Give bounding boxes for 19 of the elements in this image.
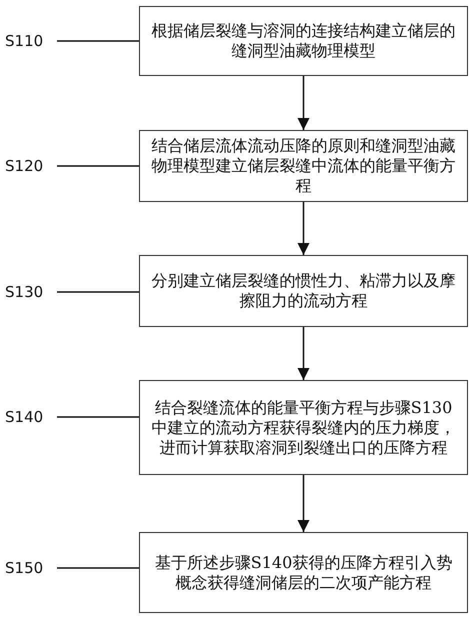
leader-line — [57, 416, 139, 418]
process-box: 结合储层流体流动压降的原则和缝洞型油藏物理模型建立储层裂缝中流体的能量平衡方程 — [139, 130, 468, 202]
step-label: S140 — [5, 408, 44, 426]
leader-line — [57, 291, 139, 293]
arrow — [298, 475, 310, 532]
process-box: 分别建立储层裂缝的惯性力、粘滞力以及摩擦阻力的流动方程 — [139, 255, 468, 327]
process-box: 根据储层裂缝与溶洞的连接结构建立储层的缝洞型油藏物理模型 — [139, 6, 468, 76]
arrow — [298, 327, 310, 380]
process-box: 基于所述步骤S140获得的压降方程引入势概念获得缝洞储层的二次项产能方程 — [139, 532, 468, 613]
arrow — [298, 202, 310, 255]
step-label: S110 — [5, 32, 44, 50]
process-box: 结合裂缝流体的能量平衡方程与步骤S130中建立的流动方程获得裂缝内的压力梯度，进而计算获取溶洞到裂缝出口的压降方程 — [139, 380, 468, 475]
leader-line — [57, 40, 139, 42]
leader-line — [57, 165, 139, 167]
leader-line — [57, 567, 139, 569]
step-label: S150 — [5, 559, 44, 577]
step-label: S120 — [5, 157, 44, 175]
arrow — [298, 76, 310, 130]
step-label: S130 — [5, 283, 44, 301]
